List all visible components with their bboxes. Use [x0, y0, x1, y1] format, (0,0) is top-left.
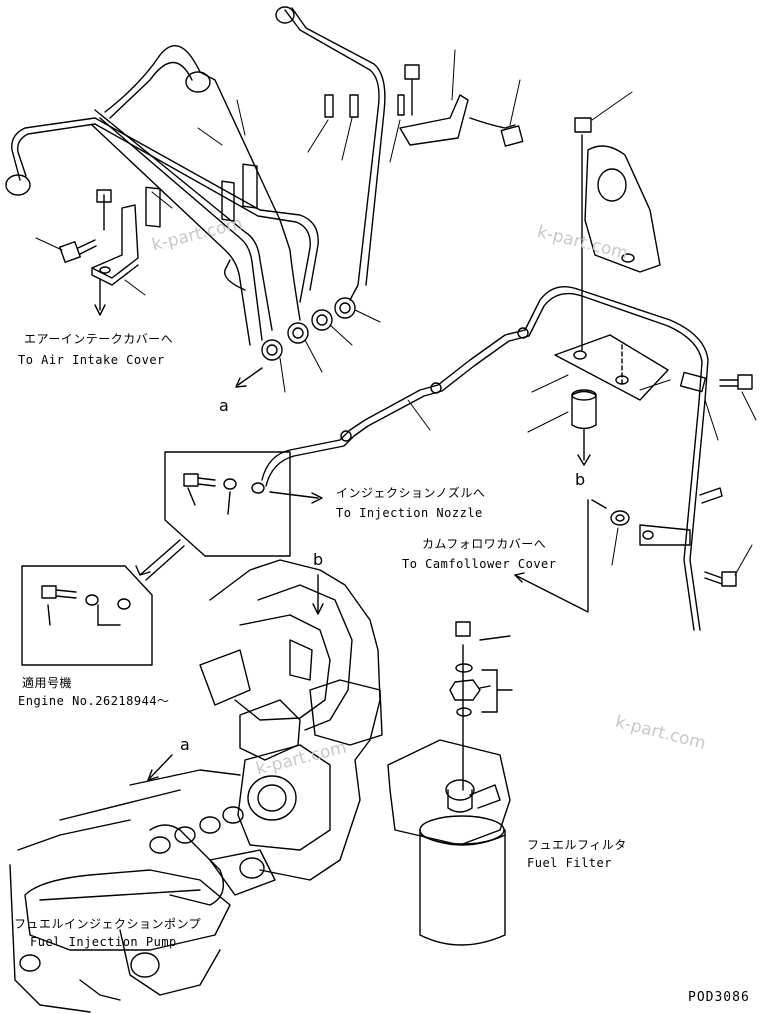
- camfollower-leader: [514, 499, 607, 613]
- bolt-left: [59, 239, 97, 263]
- fuel-filter: [387, 621, 513, 946]
- label-fuel-filter-jp: フュエルフィルタ: [527, 838, 627, 852]
- callout-b-engine: b: [313, 550, 324, 569]
- label-air-intake-en: To Air Intake Cover: [18, 353, 165, 367]
- bracket-left: [91, 189, 139, 316]
- callout-b-right: b: [575, 470, 586, 489]
- label-injection-nozzle-en: To Injection Nozzle: [336, 506, 483, 520]
- detail-arrow: [135, 539, 185, 581]
- arrow-a-top: [235, 367, 263, 388]
- label-injection-nozzle-jp: インジェクションノズルへ: [336, 486, 486, 500]
- label-camfollower-en: To Camfollower Cover: [402, 557, 557, 571]
- bolt-right-lower: [704, 571, 737, 587]
- label-fuel-filter-en: Fuel Filter: [527, 856, 612, 870]
- label-serial-jp: 適用号機: [22, 676, 73, 690]
- callout-a-engine: a: [180, 735, 190, 754]
- engine-block: [9, 559, 383, 1013]
- bolt-right-upper: [719, 374, 753, 390]
- label-pump-en: Fuel Injection Pump: [30, 935, 177, 949]
- bracket-right: [554, 117, 669, 466]
- injection-pipes: [5, 6, 386, 361]
- label-air-intake-jp: エアーインテークカバーへ: [24, 332, 174, 346]
- label-pump-jp: フュエルインジェクションポンプ: [14, 917, 202, 931]
- washer-right: [610, 510, 630, 526]
- return-pipe: [261, 286, 723, 631]
- leader-lines: [35, 49, 757, 576]
- drawing-code: POD3086: [688, 990, 750, 1005]
- pipe-clamps: [145, 94, 405, 228]
- bracket-top-middle: [399, 64, 524, 147]
- label-serial-en: Engine No.26218944～: [18, 694, 170, 708]
- callout-a-top: a: [219, 396, 229, 415]
- label-camfollower-jp: カムフォロワカバーへ: [422, 537, 547, 551]
- detail-box-serial: [21, 565, 153, 666]
- detail-box: [164, 451, 323, 557]
